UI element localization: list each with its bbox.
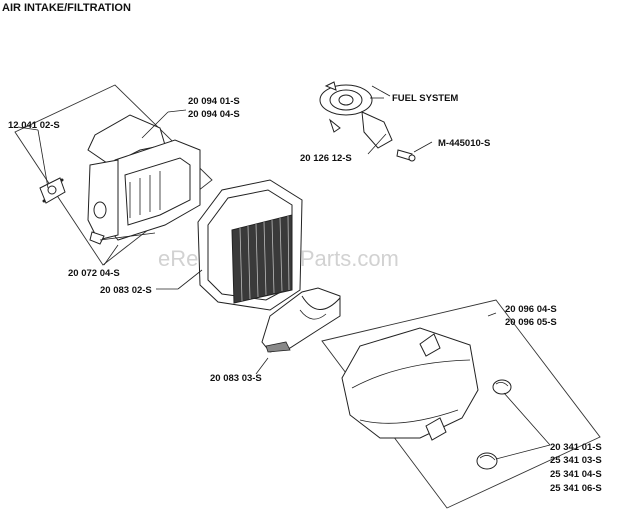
diagram-title: AIR INTAKE/FILTRATION (2, 2, 131, 14)
air-intake-elbow-part[interactable] (87, 114, 201, 245)
label-25-341-06-s: 25 341 06-S (550, 483, 602, 494)
label-12-041-02-s: 12 041 02-S (8, 120, 60, 131)
knob-upper-part[interactable] (492, 379, 512, 395)
label-fuel-system: FUEL SYSTEM (392, 93, 458, 104)
label-20-096-04-s: 20 096 04-S (505, 304, 557, 315)
gasket-part[interactable] (39, 177, 66, 204)
fuel-pump-part[interactable] (319, 81, 393, 149)
air-cleaner-cover-part[interactable] (341, 327, 479, 441)
leader-lines (17, 97, 551, 460)
label-20-341-01-s: 20 341 01-S (550, 442, 602, 453)
label-20-094-01-s: 20 094 01-S (188, 96, 240, 107)
cover-group-box (321, 299, 601, 509)
label-25-341-04-s: 25 341 04-S (550, 469, 602, 480)
label-m-445010-s: M-445010-S (438, 138, 490, 149)
screw-part[interactable] (396, 149, 416, 162)
label-20-096-05-s: 20 096 05-S (505, 317, 557, 328)
knob-lower-part[interactable] (476, 452, 498, 470)
air-filter-part[interactable] (197, 179, 303, 311)
label-20-083-02-s: 20 083 02-S (100, 285, 152, 296)
label-20-126-12-s: 20 126 12-S (300, 153, 352, 164)
label-20-083-03-s: 20 083 03-S (210, 373, 262, 384)
label-20-072-04-s: 20 072 04-S (68, 268, 120, 279)
label-20-094-04-s: 20 094 04-S (188, 109, 240, 120)
label-25-341-03-s: 25 341 03-S (550, 455, 602, 466)
pre-cleaner-part[interactable] (261, 287, 341, 353)
intake-group-box (14, 84, 213, 266)
